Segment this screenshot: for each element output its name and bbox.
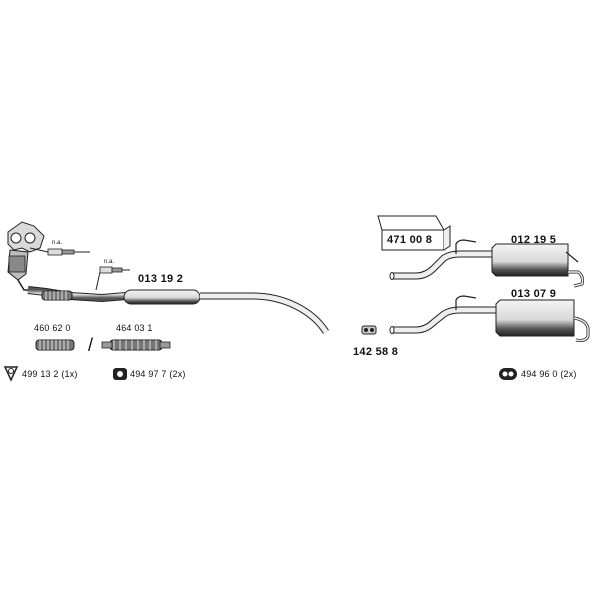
front-pipe-part-number: 013 19 2: [138, 273, 184, 285]
rubber-hanger-fitting-label: 494 96 0 (2x): [521, 369, 577, 379]
clamp-sleeve-a[interactable]: [35, 339, 75, 351]
connector-clamp[interactable]: [361, 325, 377, 335]
rear-silencer-upper-part-number: 012 19 5: [511, 234, 557, 246]
oxygen-sensor-upper[interactable]: [29, 247, 90, 256]
rear-silencer-lower[interactable]: [389, 295, 590, 342]
sensor-upper-na-label: n.a.: [52, 240, 63, 246]
manifold-catalyst[interactable]: [7, 221, 45, 291]
front-pipe[interactable]: [27, 286, 329, 334]
clamp-separator: /: [88, 335, 94, 355]
rear-silencer-lower-part-number: 013 07 9: [511, 288, 557, 300]
clamp-a-part-number: 460 62 0: [34, 323, 71, 333]
rubber-mount-icon: [113, 368, 127, 380]
gasket-ring-icon: [3, 366, 19, 382]
rear-silencer-upper[interactable]: [389, 239, 584, 288]
mounting-kit-part-number: 471 00 8: [387, 234, 433, 246]
clamp-b-part-number: 464 03 1: [116, 323, 153, 333]
clamp-sleeve-b[interactable]: [101, 339, 171, 351]
gasket-fitting-label: 499 13 2 (1x): [22, 369, 78, 379]
mounting-kit-box[interactable]: [377, 215, 451, 251]
connector-part-number: 142 58 8: [353, 346, 399, 358]
rubber-mount-fitting-label: 494 97 7 (2x): [130, 369, 186, 379]
rubber-hanger-icon: [499, 368, 517, 380]
sensor-lower-na-label: n.a.: [104, 259, 115, 265]
oxygen-sensor-lower[interactable]: [95, 266, 130, 291]
